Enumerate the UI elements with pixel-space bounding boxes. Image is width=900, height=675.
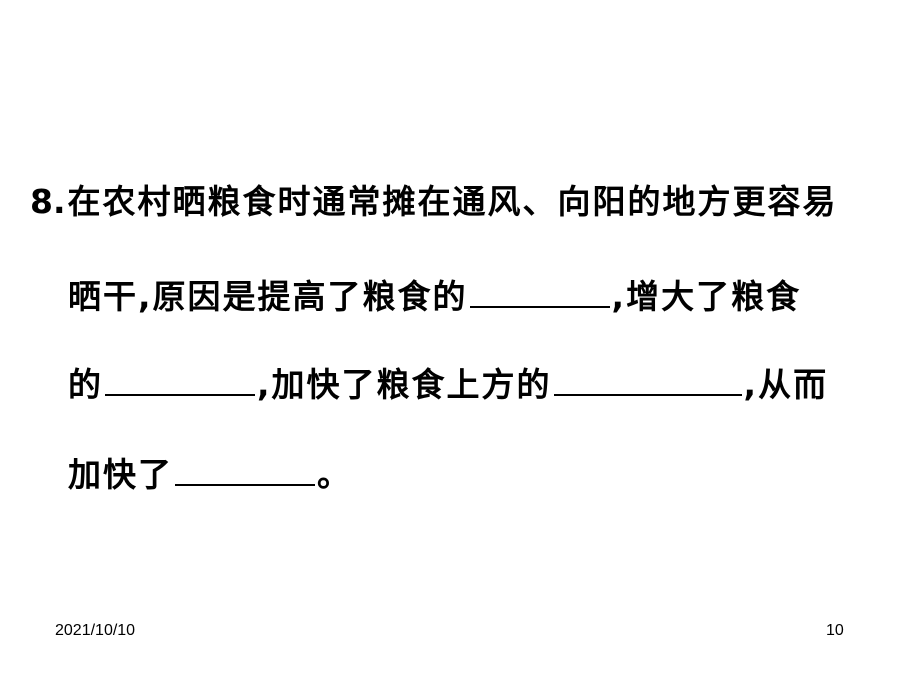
answer-blank-4[interactable] xyxy=(175,452,315,486)
footer-page-number: 10 xyxy=(826,622,844,639)
question-text-segment: 的 xyxy=(68,365,103,404)
footer-date: 2021/10/10 xyxy=(55,622,136,639)
question-text-segment: 在农村晒粮食时通常摊在通风、向阳的地方更容易 xyxy=(67,182,838,221)
question-text-segment: 加快了 xyxy=(68,455,173,494)
question-text-segment: 晒干,原因是提高了粮食的 xyxy=(68,277,468,316)
question-line-3: 的 ,加快了粮食上方的 ,从而 xyxy=(68,362,828,406)
question-number: 8. xyxy=(30,182,66,221)
question-text-segment: ,增大了粮食 xyxy=(611,277,802,316)
question-text-segment: ,加快了粮食上方的 xyxy=(257,365,552,404)
question-text-segment: 。 xyxy=(317,455,352,494)
question-line-4: 加快了 。 xyxy=(68,452,352,496)
question-8: 8.在农村晒粮食时通常摊在通风、向阳的地方更容易 晒干,原因是提高了粮食的 ,增大… xyxy=(30,180,838,496)
question-line-1: 8.在农村晒粮食时通常摊在通风、向阳的地方更容易 xyxy=(30,180,838,224)
question-text-segment: ,从而 xyxy=(743,365,829,404)
answer-blank-3[interactable] xyxy=(553,362,742,396)
answer-blank-1[interactable] xyxy=(469,274,610,308)
question-line-2: 晒干,原因是提高了粮食的 ,增大了粮食 xyxy=(68,274,801,318)
answer-blank-2[interactable] xyxy=(105,362,255,396)
